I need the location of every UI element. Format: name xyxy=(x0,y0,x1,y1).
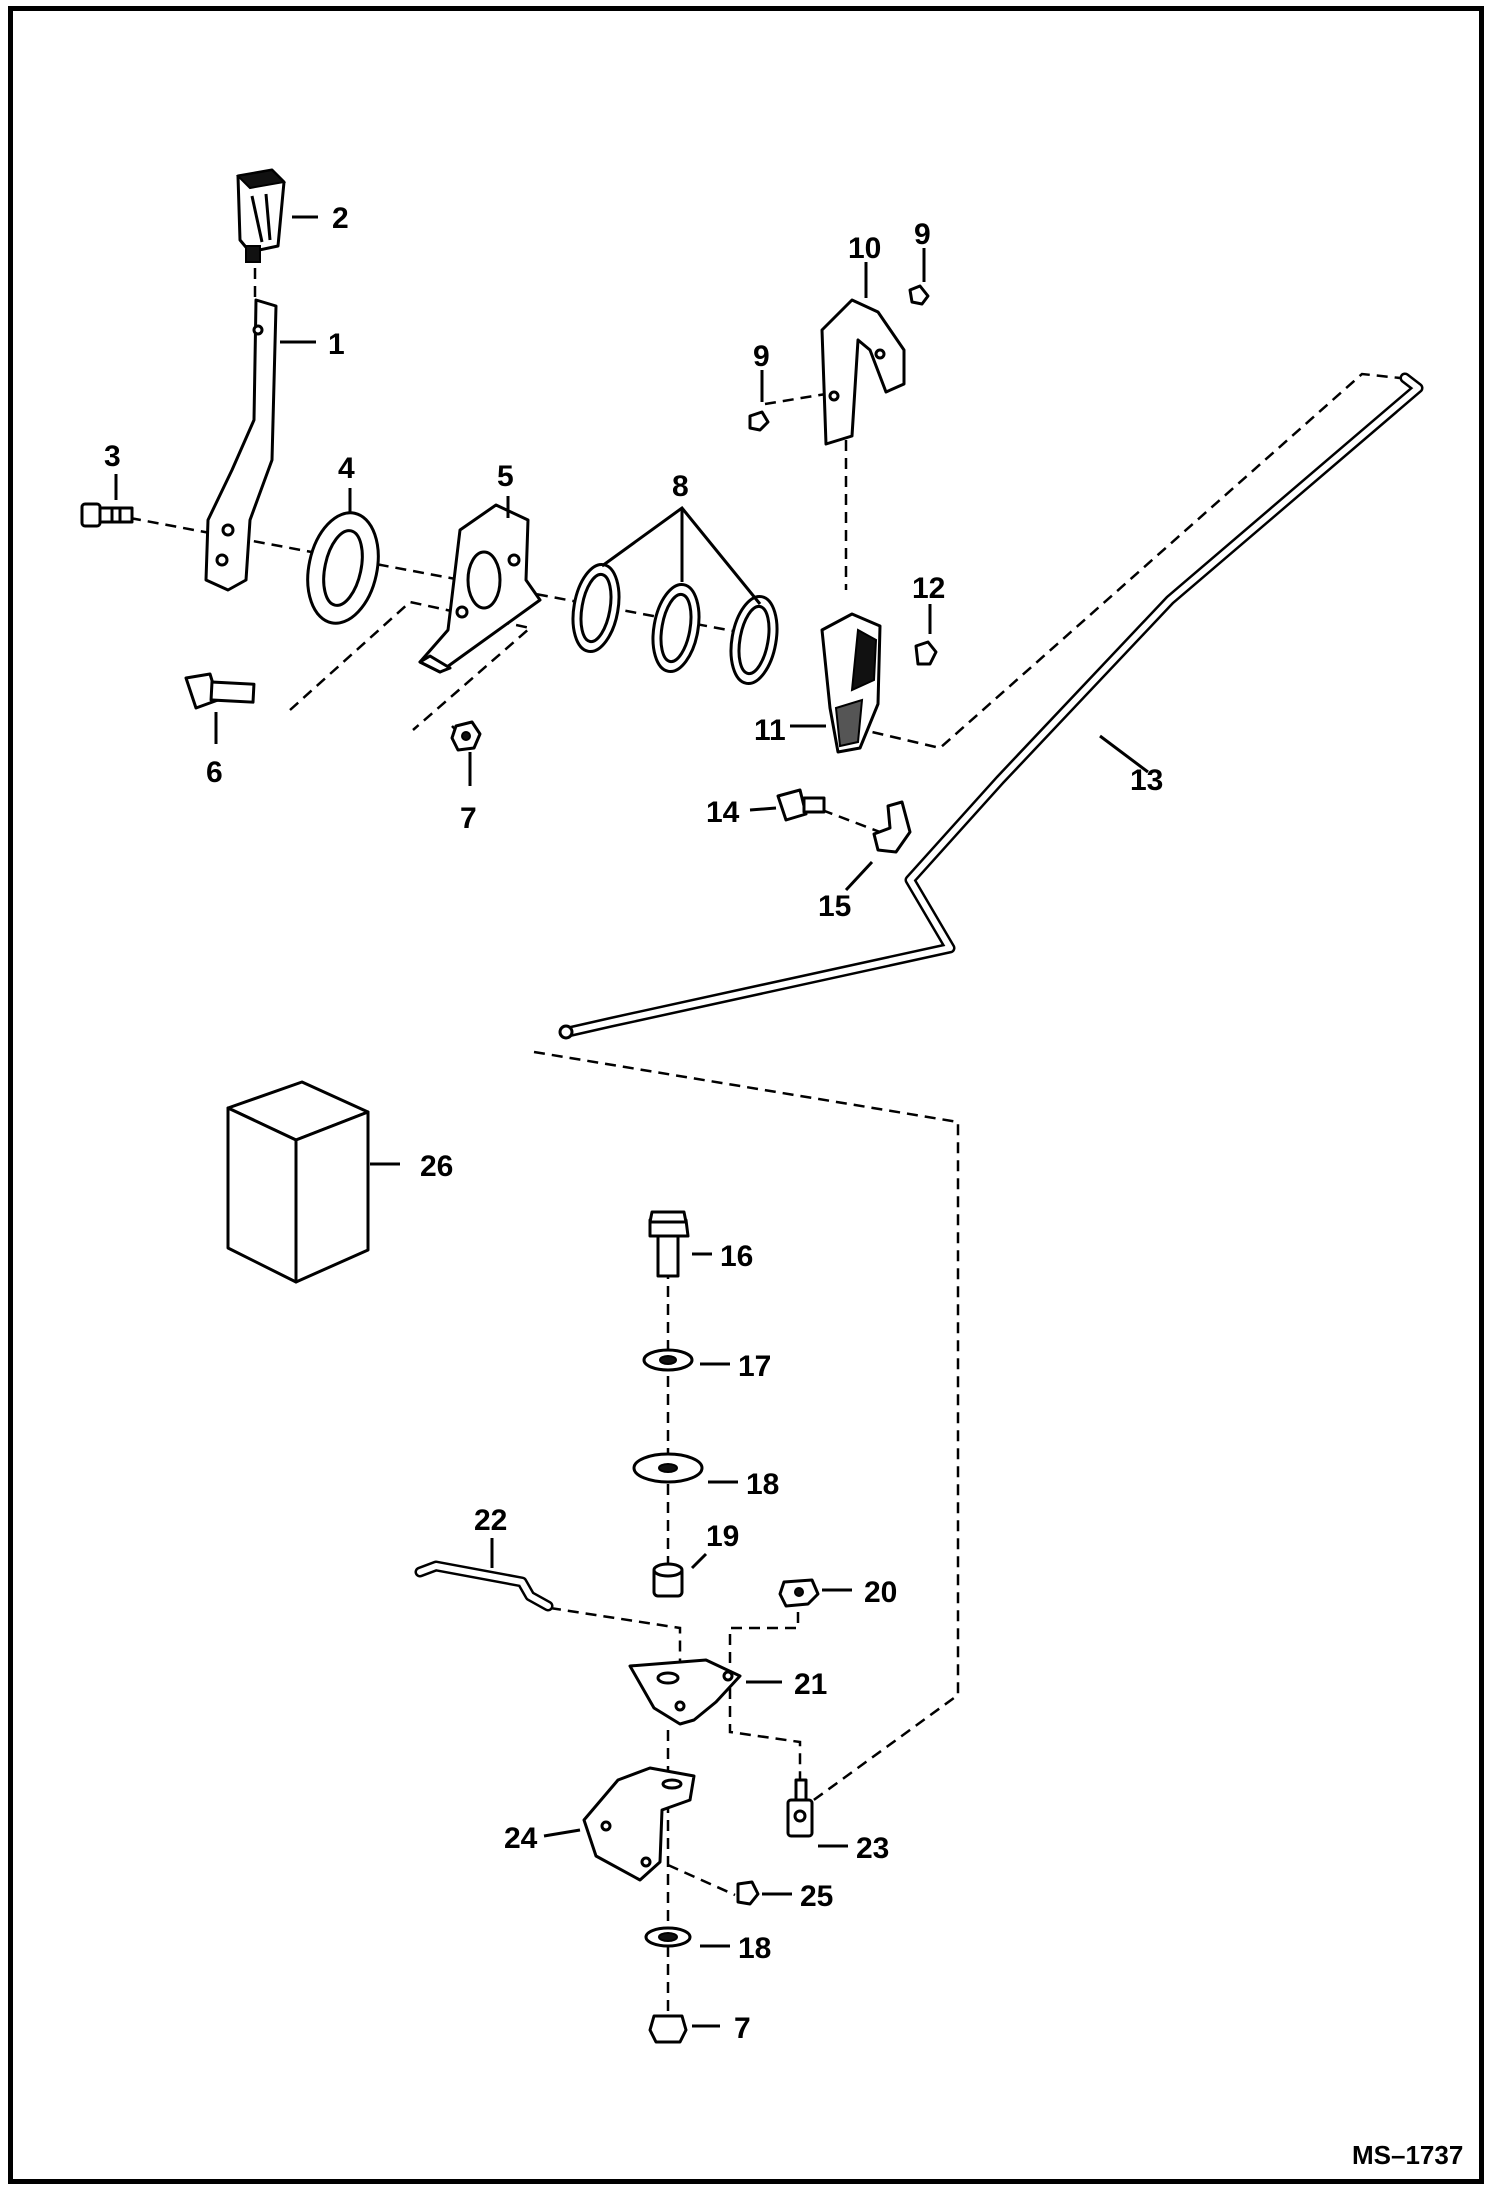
callout-6: 6 xyxy=(206,756,223,789)
callout-4: 4 xyxy=(338,452,355,485)
callout-19: 19 xyxy=(706,1520,739,1553)
callout-20: 20 xyxy=(864,1576,897,1609)
leader-lines xyxy=(114,215,1149,2028)
callout-9a: 9 xyxy=(753,340,770,373)
part-5-bracket xyxy=(418,503,542,674)
part-13-rod xyxy=(558,372,1424,1040)
callout-5: 5 xyxy=(497,460,514,493)
callout-13: 13 xyxy=(1130,764,1163,797)
part-8-washers xyxy=(571,563,779,685)
callout-7a: 7 xyxy=(460,802,477,835)
part-1-lever xyxy=(204,298,278,592)
callout-16: 16 xyxy=(720,1240,753,1273)
callout-21: 21 xyxy=(794,1668,827,1701)
part-25-nut xyxy=(736,1880,760,1906)
callout-14: 14 xyxy=(706,796,740,829)
part-9-nut-a xyxy=(748,410,770,432)
callout-18a: 18 xyxy=(746,1468,779,1501)
part-2-knob xyxy=(235,168,287,263)
callout-8: 8 xyxy=(672,470,689,503)
part-20-nut xyxy=(778,1578,820,1608)
part-24-bracket xyxy=(582,1766,696,1882)
callout-11: 11 xyxy=(754,714,786,747)
callout-23: 23 xyxy=(856,1832,889,1865)
callout-7b: 7 xyxy=(734,2012,751,2045)
part-19-spacer xyxy=(652,1562,684,1598)
callout-12: 12 xyxy=(912,572,945,605)
callout-15: 15 xyxy=(818,890,851,923)
part-18-washer-upper xyxy=(632,1452,704,1484)
part-17-washer xyxy=(642,1348,694,1372)
part-3-bolt xyxy=(80,502,134,528)
callout-24: 24 xyxy=(504,1822,538,1855)
part-21-plate xyxy=(628,1658,742,1726)
callout-25: 25 xyxy=(800,1880,833,1913)
callout-18b: 18 xyxy=(738,1932,771,1965)
callout-26: 26 xyxy=(420,1150,453,1183)
part-16-bolt xyxy=(648,1210,690,1278)
callout-2: 2 xyxy=(332,202,349,235)
part-23-swivel xyxy=(786,1778,814,1838)
part-7-nut-upper xyxy=(450,720,482,752)
part-14-bolt xyxy=(776,788,826,822)
part-7-nut-lower xyxy=(648,2014,688,2044)
part-15-clip xyxy=(872,800,912,854)
callout-10: 10 xyxy=(848,232,881,265)
part-6-bolt xyxy=(184,672,256,710)
callout-3: 3 xyxy=(104,440,121,473)
part-9-nut-b xyxy=(908,284,930,306)
callout-labels: 2 1 3 4 5 8 6 7 9 9 10 11 12 13 14 15 26… xyxy=(104,202,1163,2045)
callout-17: 17 xyxy=(738,1350,771,1383)
part-22-link-rod xyxy=(414,1560,554,1612)
part-26-box xyxy=(226,1080,370,1284)
part-10-bracket xyxy=(820,298,906,446)
part-18-washer-lower xyxy=(644,1926,692,1948)
drawing-reference: MS–1737 xyxy=(1352,2140,1463,2170)
callout-9b: 9 xyxy=(914,218,931,251)
part-4-washer xyxy=(306,511,380,625)
callout-22: 22 xyxy=(474,1504,507,1537)
part-12-nut xyxy=(914,640,938,666)
callout-1: 1 xyxy=(328,328,345,361)
part-11-pivot xyxy=(820,612,882,754)
